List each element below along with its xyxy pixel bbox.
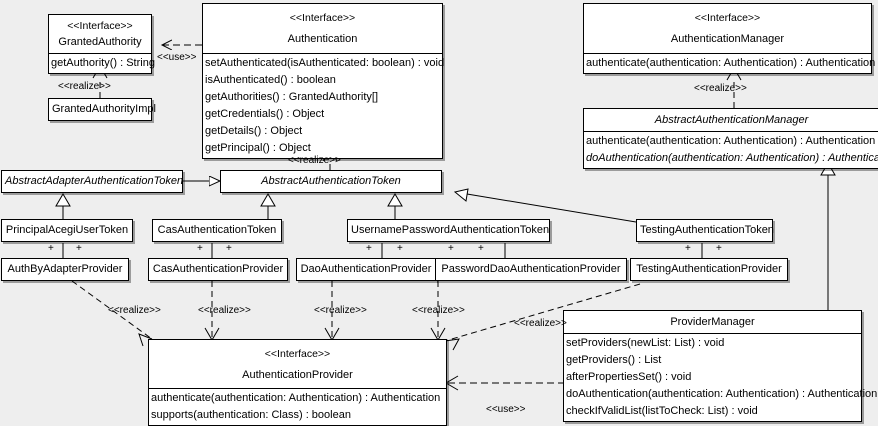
class-username-password-authentication-token[interactable]: UsernamePasswordAuthenticationToken	[347, 219, 550, 242]
stereotype-label: <<Interface>>	[264, 348, 331, 360]
class-authentication[interactable]: <<Interface>> Authentication setAuthenti…	[202, 3, 445, 159]
operation-row: setAuthenticated(isAuthenticated: boolea…	[205, 57, 445, 69]
class-header-authentication-manager: <<Interface>> AuthenticationManager	[584, 4, 871, 53]
multiplicity-upat-3: +	[448, 243, 454, 254]
class-name-label: CasAuthenticationProvider	[152, 263, 284, 275]
edge-label-use-authentication-grantedauthority: <<use>>	[157, 52, 197, 63]
class-provider-manager[interactable]: ProviderManager setProviders(newList: Li…	[563, 310, 878, 422]
class-password-dao-authentication-provider[interactable]: PasswordDaoAuthenticationProvider	[435, 258, 627, 281]
class-name-label: CasAuthenticationToken	[157, 224, 277, 236]
class-name-label: AuthenticationManager	[670, 33, 785, 45]
multiplicity-principal-right: +	[76, 243, 82, 254]
operation-row: afterPropertiesSet() : void	[566, 371, 692, 383]
edge-label-realize-authbyadapter: <<realize>>	[108, 305, 161, 316]
class-authentication-provider[interactable]: <<Interface>> AuthenticationProvider aut…	[148, 339, 447, 426]
class-abstract-authentication-token[interactable]: AbstractAuthenticationToken	[220, 170, 442, 193]
edge-label-realize-abstractauthenticationmanager: <<realize>>	[694, 83, 747, 94]
operation-row: doAuthentication(authentication: Authent…	[586, 152, 878, 164]
class-name-label: DaoAuthenticationProvider	[300, 263, 432, 275]
edge-generalize-testing-to-abstracttoken	[453, 188, 637, 223]
multiplicity-testing-left: +	[685, 243, 691, 254]
operation-row: getAuthorities() : GrantedAuthority[]	[205, 91, 379, 103]
class-name-label: TestingAuthenticationProvider	[636, 263, 782, 275]
multiplicity-upat-1: +	[366, 243, 372, 254]
multiplicity-cas-left: +	[197, 243, 203, 254]
class-authentication-manager[interactable]: <<Interface>> AuthenticationManager auth…	[583, 3, 876, 74]
class-name-label: AuthenticationProvider	[242, 369, 353, 381]
class-name-label: TestingAuthenticationToken	[640, 224, 774, 236]
class-principal-acegi-user-token[interactable]: PrincipalAcegiUserToken	[1, 219, 133, 242]
edge-label-use-providermanager-authenticationprovider: <<use>>	[486, 404, 526, 415]
class-name-label: GrantedAuthority	[58, 36, 142, 48]
edge-label-realize-testing: <<realize>>	[514, 318, 567, 329]
multiplicity-upat-4: +	[478, 243, 484, 254]
operations-compartment: getAuthority() : String	[49, 53, 155, 73]
operation-row: authenticate(authentication: Authenticat…	[586, 135, 876, 147]
class-header-granted-authority: <<Interface>> GrantedAuthority	[49, 15, 151, 53]
class-testing-authentication-token[interactable]: TestingAuthenticationToken	[636, 219, 774, 242]
edge-label-realize-passworddao: <<realize>>	[412, 305, 465, 316]
operations-compartment: authenticate(authentication: Authenticat…	[584, 131, 878, 168]
class-abstract-authentication-manager[interactable]: AbstractAuthenticationManager authentica…	[583, 108, 878, 169]
stereotype-label: <<Interface>>	[694, 12, 761, 24]
class-dao-authentication-provider[interactable]: DaoAuthenticationProvider	[296, 258, 436, 281]
operation-row: isAuthenticated() : boolean	[205, 74, 336, 86]
class-cas-authentication-token[interactable]: CasAuthenticationToken	[152, 219, 282, 242]
operation-row: getAuthority() : String	[51, 57, 155, 69]
operations-compartment: setProviders(newList: List) : void getPr…	[564, 333, 878, 421]
operation-row: setProviders(newList: List) : void	[566, 337, 725, 349]
stereotype-label: <<Interface>>	[289, 12, 356, 24]
class-granted-authority-impl[interactable]: GrantedAuthorityImpl	[48, 98, 156, 121]
class-name-label: Authentication	[287, 33, 358, 45]
multiplicity-testing-right: +	[716, 243, 722, 254]
operation-row: supports(authentication: Class) : boolea…	[151, 409, 351, 421]
class-header-abstract-authentication-manager: AbstractAuthenticationManager	[584, 109, 878, 131]
class-name-label: AbstractAuthenticationManager	[654, 114, 809, 126]
class-granted-authority[interactable]: <<Interface>> GrantedAuthority getAuthor…	[48, 14, 155, 74]
operation-row: getDetails() : Object	[205, 125, 303, 137]
class-name-label: AbstractAdapterAuthenticationToken	[5, 175, 184, 187]
class-testing-authentication-provider[interactable]: TestingAuthenticationProvider	[630, 258, 788, 281]
class-auth-by-adapter-provider[interactable]: AuthByAdapterProvider	[1, 258, 129, 281]
class-name-label: ProviderManager	[670, 316, 755, 328]
class-abstract-adapter-authentication-token[interactable]: AbstractAdapterAuthenticationToken	[1, 170, 183, 193]
class-name-label: UsernamePasswordAuthenticationToken	[351, 224, 550, 236]
class-name-label: AuthByAdapterProvider	[7, 263, 123, 275]
multiplicity-principal-left: +	[48, 243, 54, 254]
multiplicity-upat-2: +	[397, 243, 403, 254]
edge-generalize-principal-to-abstractadapter	[55, 193, 71, 219]
operation-row: getProviders() : List	[566, 354, 662, 366]
multiplicity-cas-right: +	[226, 243, 232, 254]
edge-generalize-providermanager-to-abstractmanager	[820, 162, 836, 310]
edge-label-realize-grantedauthorityimpl: <<realize>>	[58, 81, 111, 92]
class-name-label: PrincipalAcegiUserToken	[5, 224, 129, 236]
operations-compartment: authenticate(authentication: Authenticat…	[584, 53, 876, 73]
class-cas-authentication-provider[interactable]: CasAuthenticationProvider	[148, 258, 288, 281]
operations-compartment: setAuthenticated(isAuthenticated: boolea…	[203, 53, 445, 158]
class-name-label: PasswordDaoAuthenticationProvider	[441, 263, 621, 275]
operation-row: authenticate(authentication: Authenticat…	[151, 392, 441, 404]
edge-label-realize-abstractauthenticationtoken: <<realize>>	[288, 155, 341, 166]
stereotype-label: <<Interface>>	[67, 20, 133, 32]
operation-row: checkIfValidList(listToCheck: List) : vo…	[566, 405, 758, 417]
edge-generalize-upat-to-abstracttoken	[387, 193, 403, 219]
operation-row: getPrincipal() : Object	[205, 142, 311, 154]
edge-label-realize-cas: <<realize>>	[198, 305, 251, 316]
class-header-authentication: <<Interface>> Authentication	[203, 4, 442, 53]
class-name-label: GrantedAuthorityImpl	[52, 103, 156, 115]
class-name-label: AbstractAuthenticationToken	[261, 175, 401, 187]
edge-generalize-cas-to-abstracttoken	[260, 193, 276, 219]
operations-compartment: authenticate(authentication: Authenticat…	[149, 388, 446, 425]
class-header-authentication-provider: <<Interface>> AuthenticationProvider	[149, 340, 446, 388]
operation-row: getCredentials() : Object	[205, 108, 325, 120]
edge-label-realize-dao: <<realize>>	[314, 305, 367, 316]
class-header-provider-manager: ProviderManager	[564, 311, 861, 333]
operation-row: authenticate(authentication: Authenticat…	[586, 57, 876, 69]
operation-row: doAuthentication(authentication: Authent…	[566, 388, 878, 400]
